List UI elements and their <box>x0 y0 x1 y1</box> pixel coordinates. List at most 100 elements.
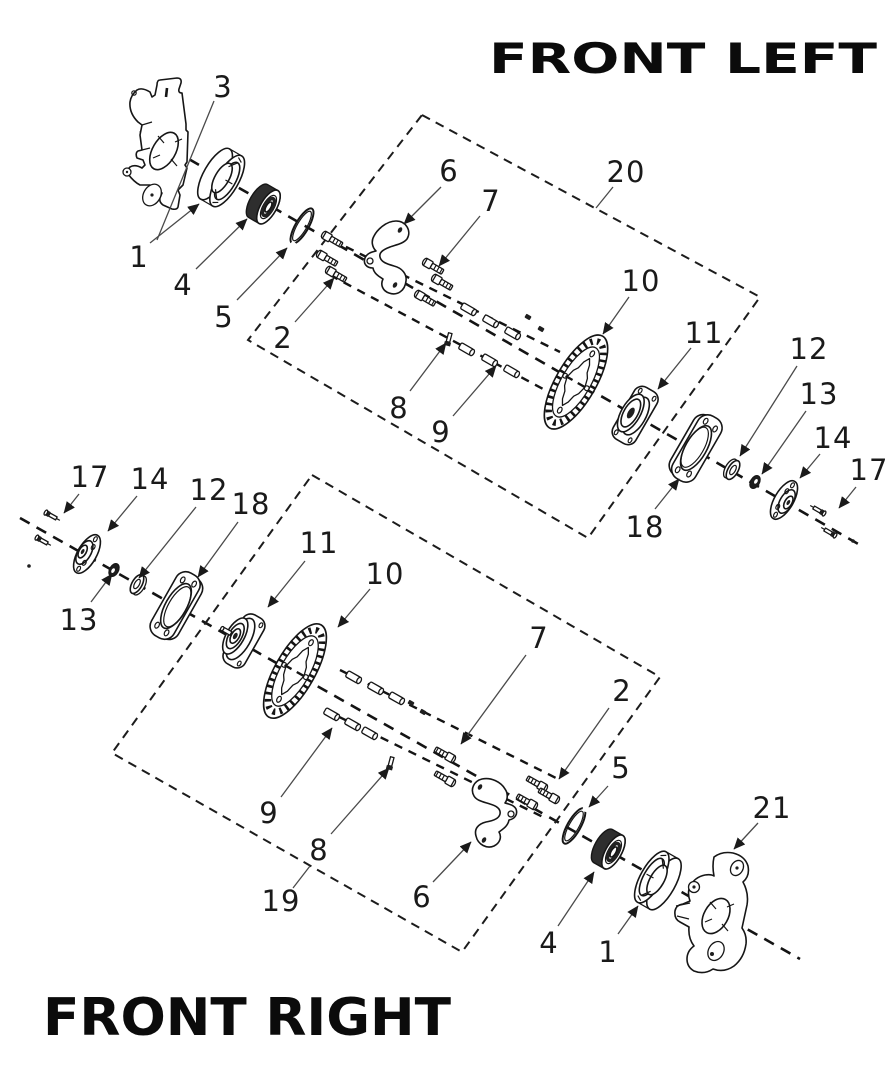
callout-4: 4 <box>173 218 248 302</box>
callout-18: 18 <box>626 478 680 544</box>
callout-20-label: 20 <box>607 155 646 189</box>
steering-knuckle-right <box>674 851 750 974</box>
callout-13: 13 <box>761 377 837 475</box>
callout-8-label: 8 <box>309 833 328 867</box>
hub-flange-fl <box>611 385 659 446</box>
callout-13: 13 <box>60 573 113 637</box>
callout-7: 7 <box>438 184 500 267</box>
callout-20: 20 <box>595 155 646 209</box>
title-front-right: FRONT RIGHT <box>43 988 452 1048</box>
callout-3: 3 <box>156 70 232 241</box>
hub-flange-fr <box>219 613 266 669</box>
callout-7-label: 7 <box>529 621 548 655</box>
callout-1: 1 <box>129 203 200 274</box>
fastener-axis-fl-1 <box>331 238 561 354</box>
callout-14: 14 <box>799 421 853 479</box>
callout-17-label: 17 <box>71 460 110 494</box>
front-right-assembly: 17 14 12 18 13 11 10 9 <box>19 460 801 974</box>
callout-6: 6 <box>403 154 458 225</box>
brake-disc-fr <box>262 623 328 719</box>
callout-10-label: 10 <box>366 557 405 591</box>
callout-8: 8 <box>389 342 447 425</box>
snap-ring-fl <box>289 207 315 250</box>
spindle-nut-fl <box>749 475 761 489</box>
washer-fl <box>722 458 741 481</box>
caliper-bracket-fr <box>471 777 518 848</box>
callout-17: 17 <box>63 460 110 514</box>
callout-6: 6 <box>412 841 472 914</box>
callout-2-label: 2 <box>612 674 631 708</box>
callout-9-label: 9 <box>259 796 278 830</box>
callout-19-label: 19 <box>262 884 301 918</box>
washer-fr <box>129 573 148 596</box>
callout-21: 21 <box>733 791 792 850</box>
callout-18-label: 18 <box>626 510 665 544</box>
callout-10-label: 10 <box>622 264 661 298</box>
front-hub-fr <box>633 850 682 911</box>
disc-spacers-fr <box>322 669 427 742</box>
callout-1-label: 1 <box>129 240 148 274</box>
callout-18-label: 18 <box>232 487 271 521</box>
callout-2: 2 <box>273 277 335 355</box>
callout-9: 9 <box>259 727 333 830</box>
callout-12-label: 12 <box>190 473 229 507</box>
spindle-nut-fr <box>108 563 120 577</box>
disc-spacers-fl <box>457 301 545 380</box>
fastener-axis-fr-2 <box>324 708 546 820</box>
callout-4: 4 <box>539 871 595 960</box>
brake-disc-fl <box>543 334 609 430</box>
callout-11: 11 <box>267 526 339 608</box>
callout-14-label: 14 <box>131 462 170 496</box>
snap-ring-fr <box>561 806 592 845</box>
callout-8: 8 <box>309 767 390 867</box>
callout-7: 7 <box>460 621 548 745</box>
callout-5: 5 <box>588 751 630 808</box>
callout-2-label: 2 <box>273 321 292 355</box>
wheel-bearing-fr <box>590 828 626 870</box>
gasket-plate-fl <box>668 413 723 483</box>
callout-4-label: 4 <box>173 268 192 302</box>
callout-5-label: 5 <box>214 300 233 334</box>
callout-12: 12 <box>739 332 829 457</box>
wheel-bearing-fl <box>245 183 282 225</box>
callout-8-label: 8 <box>389 391 408 425</box>
callout-2: 2 <box>558 674 631 780</box>
callout-14-label: 14 <box>814 421 853 455</box>
callout-10: 10 <box>602 264 661 335</box>
steering-knuckle-left <box>122 77 189 211</box>
mount-bolts-fr <box>432 744 458 789</box>
callout-1-label: 1 <box>598 935 617 969</box>
callout-6-label: 6 <box>412 880 431 914</box>
callout-12-label: 12 <box>790 332 829 366</box>
front-left-assembly: 3 1 4 5 2 6 7 20 <box>122 70 889 547</box>
callout-9: 9 <box>431 365 497 449</box>
group-box-20 <box>246 113 762 540</box>
cap-screws-fr <box>27 508 62 568</box>
group-box-19 <box>110 473 662 954</box>
callout-12: 12 <box>138 473 229 579</box>
callout-17-label: 17 <box>850 453 889 487</box>
callout-1: 1 <box>598 905 639 969</box>
hub-cap-fr <box>72 533 102 575</box>
callout-21-label: 21 <box>753 791 792 825</box>
callout-6-label: 6 <box>439 154 458 188</box>
callout-4-label: 4 <box>539 926 558 960</box>
front-hub-fl <box>196 147 246 208</box>
callout-9-label: 9 <box>431 415 450 449</box>
callout-11-label: 11 <box>685 316 724 350</box>
caliper-bolts-fl <box>314 229 349 285</box>
callout-5-label: 5 <box>611 751 630 785</box>
callout-14: 14 <box>107 462 170 532</box>
callout-19: 19 <box>262 865 311 918</box>
gasket-plate-fr <box>149 570 204 641</box>
title-front-left: FRONT LEFT <box>489 34 877 83</box>
callout-10: 10 <box>337 557 405 628</box>
callout-7-label: 7 <box>481 184 500 218</box>
caliper-bracket-fl <box>363 220 410 295</box>
fastener-axis-fr-1 <box>339 668 561 782</box>
callout-17: 17 <box>838 453 889 509</box>
callout-11-label: 11 <box>300 526 339 560</box>
cap-screws-fl <box>808 502 855 543</box>
